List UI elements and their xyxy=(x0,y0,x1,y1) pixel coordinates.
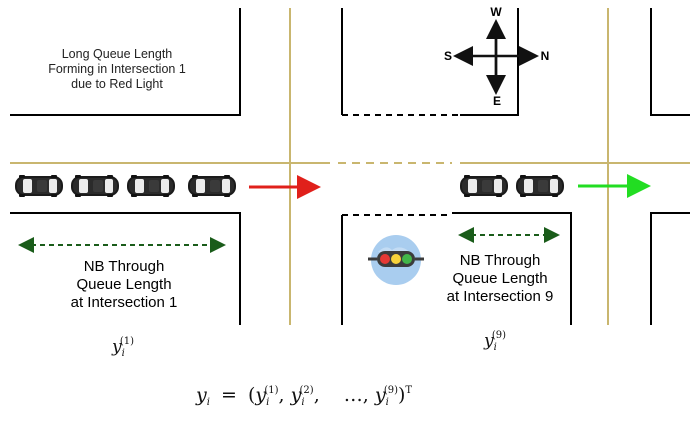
note-line-1: Long Queue Length xyxy=(61,47,173,61)
road-center-lines xyxy=(10,8,690,325)
queue-cars-intersection-9 xyxy=(460,175,564,197)
compass-icon xyxy=(453,19,539,95)
car-icon xyxy=(188,175,236,197)
car-icon xyxy=(127,175,175,197)
car-icon xyxy=(516,175,564,197)
compass-east: E xyxy=(493,94,501,108)
car-icon xyxy=(71,175,119,197)
y-i-9-label: yi(9) xyxy=(484,330,506,353)
queue-label-intersection-1: NB Through Queue Length at Intersection … xyxy=(34,258,214,312)
long-queue-note: Long Queue Length Forming in Intersectio… xyxy=(12,47,222,92)
queue-label-1-line-3: at Intersection 1 xyxy=(70,294,178,311)
queue-label-1-line-1: NB Through xyxy=(83,258,165,275)
note-line-2: Forming in Intersection 1 xyxy=(48,62,186,76)
note-line-3: due to Red Light xyxy=(71,77,163,91)
block-boundaries xyxy=(10,8,690,325)
traffic-signal-icon xyxy=(368,235,424,285)
car-icon xyxy=(15,175,63,197)
compass-south: S xyxy=(444,49,452,63)
car-icon xyxy=(460,175,508,197)
y-i-1-label: yi(1) xyxy=(112,336,134,359)
compass-north: N xyxy=(541,49,550,63)
queue-label-1-line-2: Queue Length xyxy=(76,276,172,293)
compass-west: W xyxy=(490,5,502,19)
queue-label-9-line-1: NB Through xyxy=(459,252,541,269)
vector-equation: yi = (yi(1), yi(2), …, yi(9))T xyxy=(196,384,413,408)
queue-label-9-line-3: at Intersection 9 xyxy=(446,288,554,305)
queue-cars-intersection-1 xyxy=(15,175,236,197)
queue-label-intersection-9: NB Through Queue Length at Intersection … xyxy=(425,252,575,306)
queue-label-9-line-2: Queue Length xyxy=(452,270,548,287)
